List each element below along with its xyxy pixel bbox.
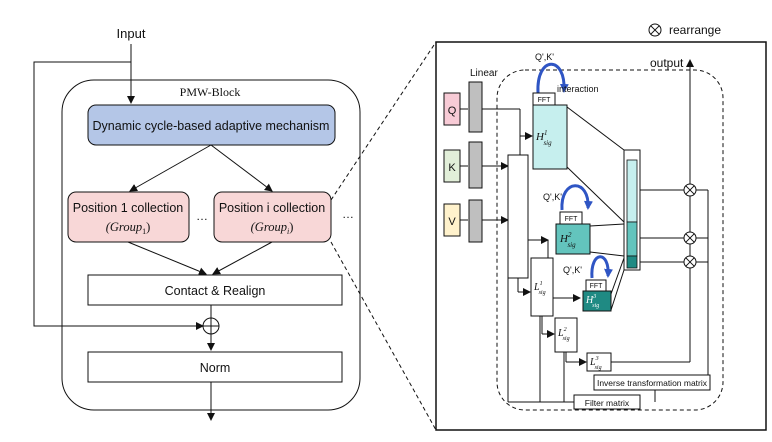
right-panel: output Linear Q K V Q',K' interaction FF… (435, 41, 767, 431)
norm-label: Norm (200, 361, 231, 375)
linear-q (468, 81, 483, 133)
left-panel: Input PMW-Block Dynamic cycle-based adap… (33, 26, 361, 421)
split-arrow-right (210, 144, 273, 192)
decomposition-column (507, 154, 529, 279)
qk-label-2: Q',K' (543, 192, 562, 202)
linear-label: Linear (470, 68, 498, 79)
h-sig-2-box (555, 223, 591, 255)
linear-v (468, 199, 483, 243)
stack-segment-2 (626, 221, 638, 257)
rearrange-legend: rearrange (648, 23, 721, 37)
positioni-box (213, 191, 332, 243)
contact-realign-label: Contact & Realign (165, 284, 266, 298)
h-sig-1-box (532, 104, 568, 170)
inverse-transformation-box (593, 374, 711, 391)
interaction-arc-1 (536, 62, 569, 94)
svg-text:FFT: FFT (565, 216, 579, 223)
zoom-line-bottom (330, 241, 437, 431)
contact-realign-box (87, 274, 343, 306)
position1-box (67, 191, 190, 243)
output-label: output (650, 56, 684, 70)
inner-dashed-frame (496, 69, 724, 411)
merge-arrow-right (212, 241, 273, 275)
stack-segment-1 (626, 159, 638, 223)
interaction-label: interaction (557, 84, 599, 94)
positioni-group: (Groupi) (251, 220, 294, 236)
filter-matrix-label: Filter matrix (585, 398, 630, 408)
position1-group: (Group1) (106, 220, 151, 236)
detail-frame (435, 41, 767, 431)
ellipsis-between: … (196, 209, 208, 223)
interaction-arc-2 (560, 184, 593, 211)
norm-box (87, 351, 343, 383)
mechanism-label: Dynamic cycle-based adaptive mechanism (93, 119, 330, 133)
rearrange-op-3-icon (683, 255, 697, 269)
interaction-arc-3 (590, 255, 614, 279)
rearrange-op-2-icon (683, 231, 697, 245)
v-label: V (448, 216, 456, 228)
q-label: Q (448, 105, 457, 117)
ellipsis-after: … (342, 207, 354, 221)
pmw-block-title: PMW-Block (180, 85, 241, 99)
split-arrow-left (129, 144, 212, 192)
qk-label-3: Q',K' (563, 265, 582, 275)
zoom-line-top (330, 41, 437, 201)
rearrange-label: rearrange (669, 23, 721, 37)
residual-line (33, 61, 204, 330)
linear-k (468, 141, 483, 189)
k-label: K (448, 162, 456, 174)
svg-text:FFT: FFT (590, 283, 604, 290)
inverse-transformation-label: Inverse transformation matrix (597, 378, 708, 388)
svg-text:FFT: FFT (538, 97, 552, 104)
position1-label: Position 1 collection (73, 201, 184, 215)
qk-label-1: Q',K' (535, 52, 554, 62)
rearrange-op-1-icon (683, 183, 697, 197)
h-sig-3-box (582, 290, 612, 312)
positioni-label: Position i collection (219, 201, 325, 215)
merge-arrow-left (127, 241, 207, 276)
stack-segment-3 (626, 255, 638, 269)
input-label: Input (117, 26, 146, 41)
